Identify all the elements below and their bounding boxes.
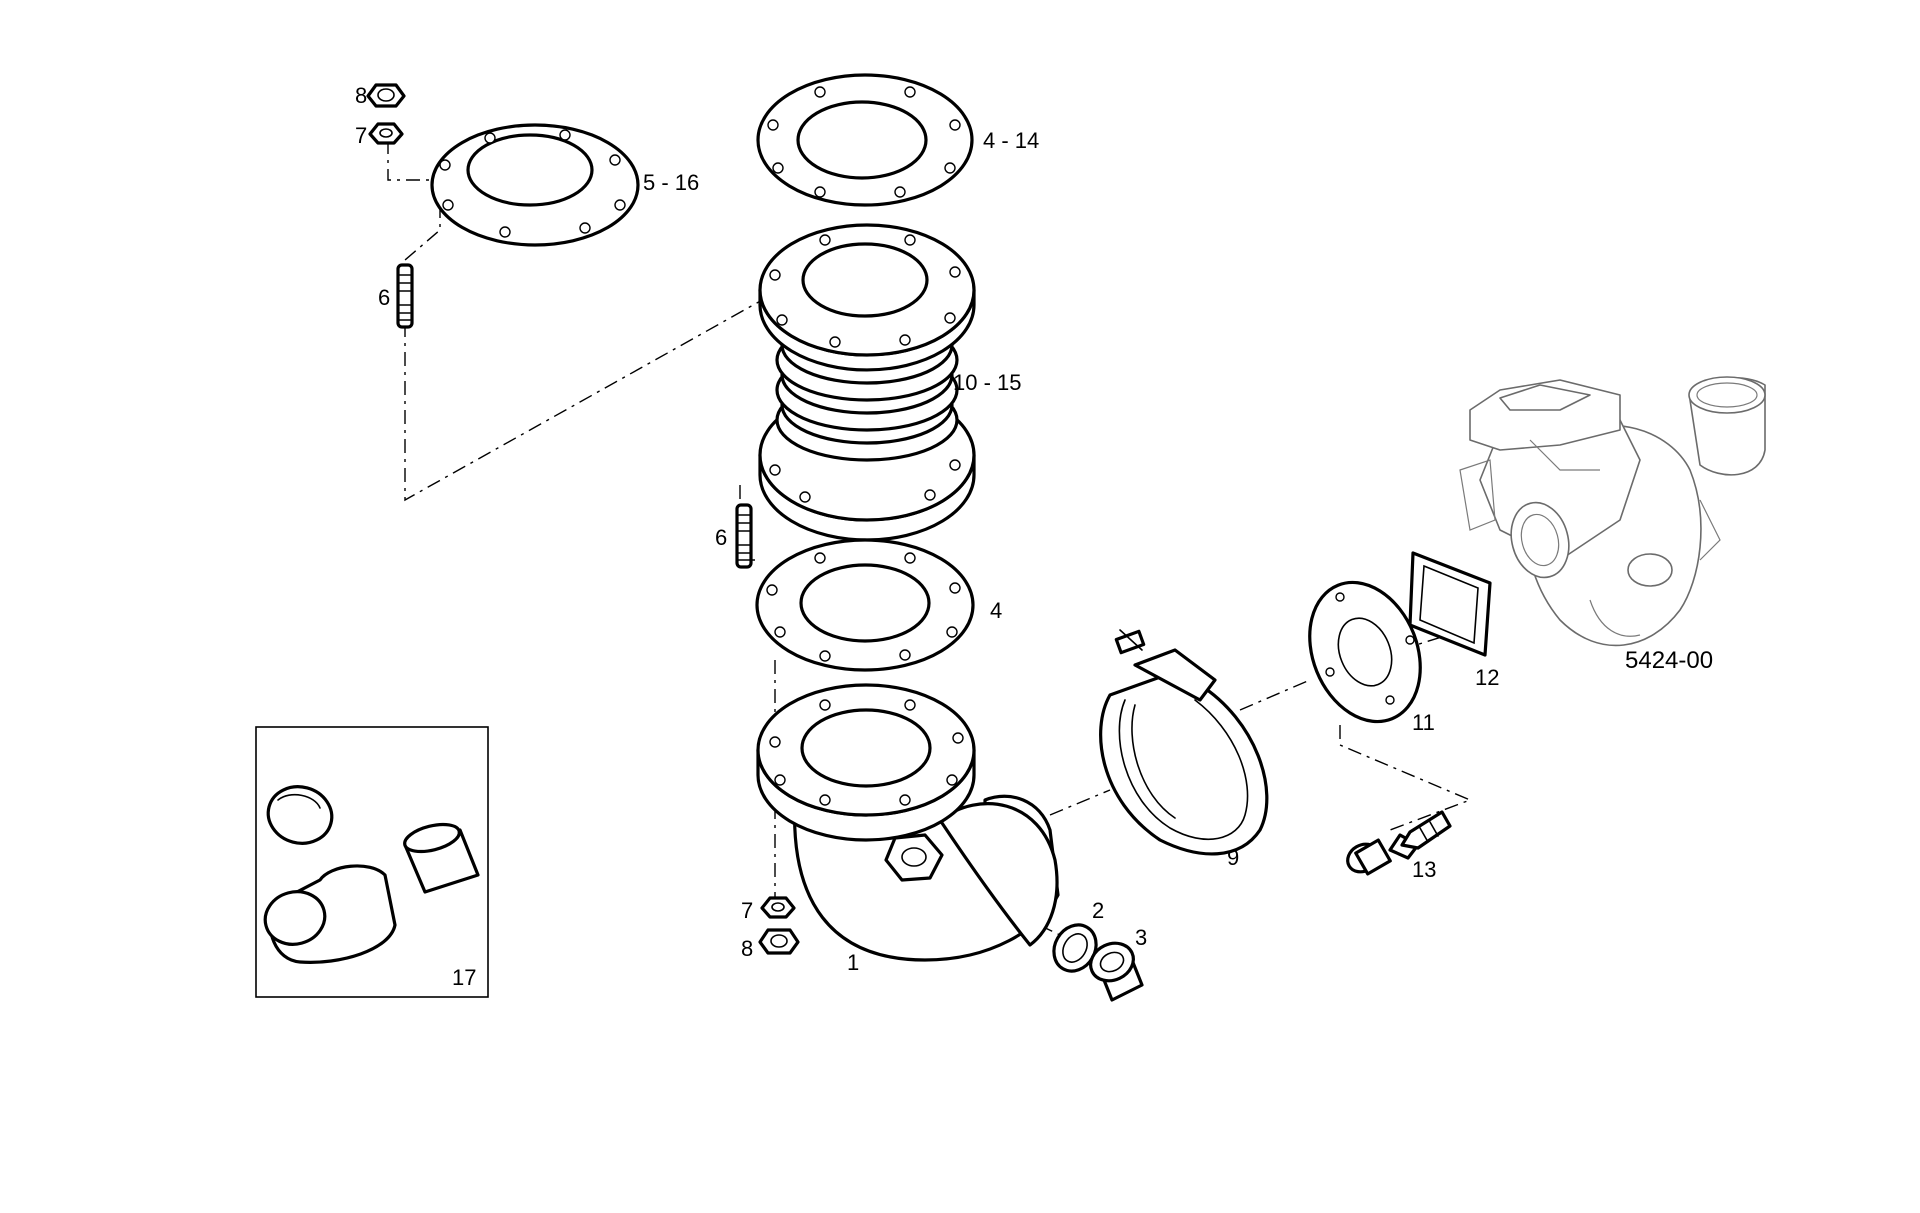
part-13-bolt: [1346, 810, 1452, 876]
part-4-gasket: [755, 538, 975, 672]
part-labels: 8 7 5 - 16 6 4 - 14 10 - 15 6 4 7 8 1 2 …: [355, 83, 1713, 990]
part-4-14-gasket: [756, 73, 974, 207]
label-7-top: 7: [355, 123, 367, 148]
part-10-15-bellows: [758, 223, 976, 542]
part-6-stud-left: [396, 263, 414, 329]
kit-elbow: [263, 864, 397, 964]
label-17: 17: [452, 965, 476, 990]
label-11: 11: [1412, 710, 1435, 735]
label-5-16: 5 - 16: [643, 170, 699, 195]
part-5-16-flange: [430, 123, 640, 247]
label-4: 4: [990, 598, 1002, 623]
part-7-lock-washer-bottom: [760, 896, 796, 919]
drawing-number: 5424-00: [1625, 647, 1713, 674]
kit-cap: [266, 785, 334, 845]
part-11-gasket: [1308, 580, 1422, 724]
label-3: 3: [1135, 925, 1147, 950]
part-9-v-band-clamp: [1099, 629, 1269, 856]
part-3-plug: [1089, 941, 1144, 1002]
label-6-middle: 6: [715, 525, 727, 550]
part-7-lock-washer-top: [368, 122, 404, 145]
part-12-square-gasket: [1408, 551, 1492, 657]
label-12: 12: [1475, 665, 1499, 690]
turbocharger-context-part: [1459, 376, 1766, 647]
label-2: 2: [1092, 898, 1104, 923]
part-17-repair-kit: [255, 726, 489, 998]
label-9: 9: [1227, 845, 1239, 870]
part-6-stud-middle: [735, 503, 753, 569]
kit-sleeve: [403, 822, 480, 894]
label-7-bottom: 7: [741, 898, 753, 923]
label-8-bottom: 8: [741, 936, 753, 961]
label-8-top: 8: [355, 83, 367, 108]
label-4-14: 4 - 14: [983, 128, 1039, 153]
part-8-nut-bottom: [758, 928, 800, 955]
label-13: 13: [1412, 857, 1436, 882]
label-10-15: 10 - 15: [953, 370, 1022, 395]
label-1: 1: [847, 950, 859, 975]
label-6-left: 6: [378, 285, 390, 310]
part-8-nut-top: [366, 83, 406, 108]
part-1-elbow: [756, 683, 1060, 962]
